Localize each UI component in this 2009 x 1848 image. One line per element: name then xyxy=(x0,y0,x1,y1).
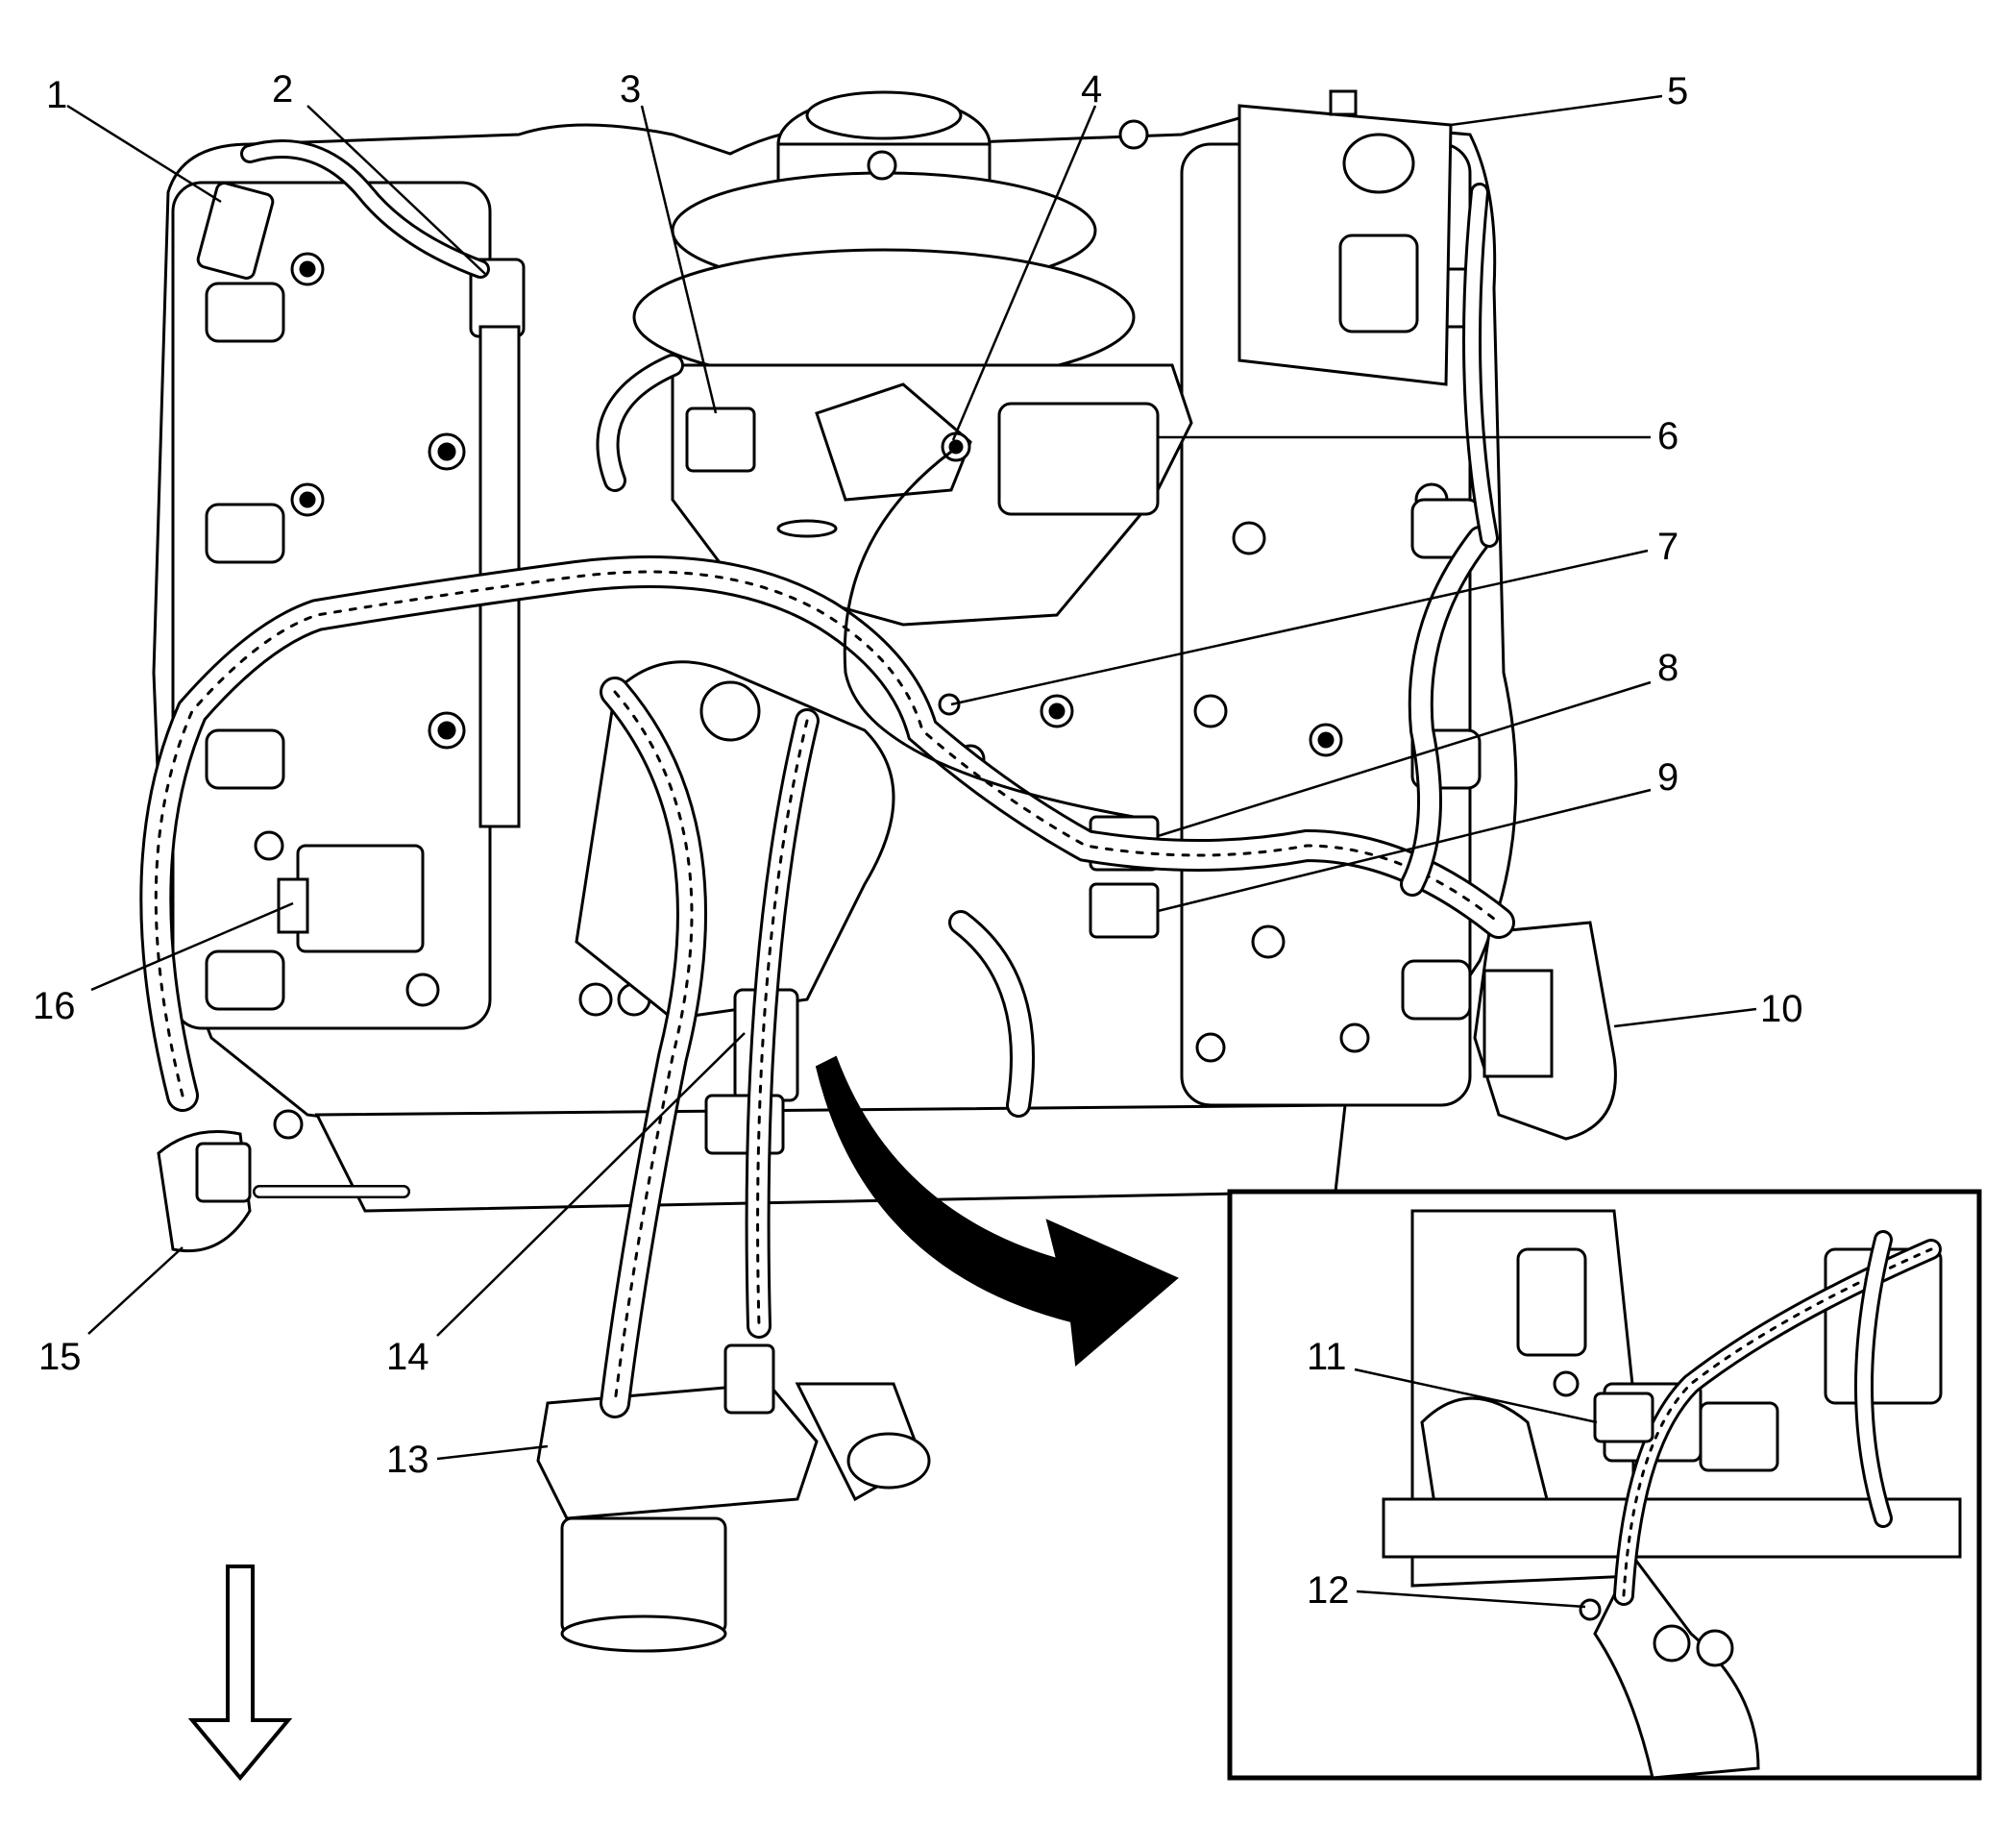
callout-16: 16 xyxy=(33,985,76,1027)
callout-9: 9 xyxy=(1657,756,1678,799)
callout-labels: 1 2 3 4 5 6 7 8 9 10 11 12 13 14 15 16 xyxy=(33,68,1803,1612)
callout-6: 6 xyxy=(1657,415,1678,457)
callout-12: 12 xyxy=(1307,1569,1350,1612)
callout-15: 15 xyxy=(38,1336,82,1378)
wiring-harness xyxy=(139,139,1515,1418)
callout-14: 14 xyxy=(386,1336,429,1378)
leader-lines xyxy=(66,94,1757,1609)
inset-connector xyxy=(1593,1392,1654,1443)
ground-wire xyxy=(843,450,1135,819)
down-arrow-icon xyxy=(187,1565,293,1782)
callout-13: 13 xyxy=(386,1439,429,1481)
callout-10: 10 xyxy=(1760,988,1803,1030)
callout-2: 2 xyxy=(272,68,293,111)
callout-4: 4 xyxy=(1081,68,1102,111)
callout-8: 8 xyxy=(1657,647,1678,689)
callout-5: 5 xyxy=(1667,70,1688,112)
callout-1: 1 xyxy=(46,74,67,116)
callout-11: 11 xyxy=(1307,1336,1347,1378)
callout-7: 7 xyxy=(1657,526,1678,568)
curved-arrow-icon xyxy=(815,1055,1179,1367)
callout-3: 3 xyxy=(620,68,641,111)
detail-inset xyxy=(1227,1189,1982,1781)
connectors xyxy=(157,89,1617,1653)
